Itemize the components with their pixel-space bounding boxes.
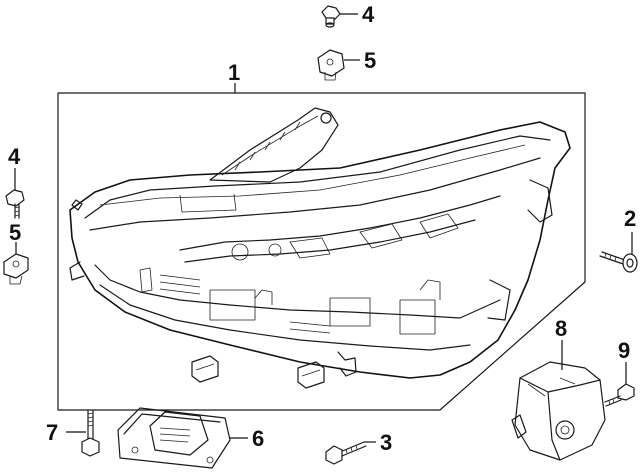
callout-4-left: 4 <box>8 144 21 169</box>
callout-1: 1 <box>228 60 240 85</box>
callout-labels: 1 2 3 4 4 5 5 6 7 8 9 <box>8 2 636 455</box>
part-4-top-bolt <box>321 5 358 28</box>
callout-4-top: 4 <box>362 2 375 27</box>
part-5-top-clip <box>317 49 360 81</box>
part-2-bolt <box>599 232 638 273</box>
callout-8: 8 <box>555 316 567 341</box>
part-3-screw <box>325 441 376 465</box>
callout-3: 3 <box>380 430 392 455</box>
callout-7: 7 <box>46 420 58 445</box>
part-8-module <box>511 340 606 461</box>
part-5-left-clip <box>3 242 29 285</box>
callout-9: 9 <box>618 338 630 363</box>
part-4-left-bolt <box>5 168 25 219</box>
callout-6: 6 <box>252 426 264 451</box>
clip-right <box>297 361 325 389</box>
callout-5-left: 5 <box>9 220 21 245</box>
clip-left <box>191 355 219 383</box>
headlamp-assembly <box>69 107 571 379</box>
part-7-bolt <box>66 409 100 457</box>
part-9-bolt <box>604 362 635 407</box>
assembly-frame <box>57 83 586 411</box>
part-6-ballast <box>117 407 248 469</box>
callout-2: 2 <box>624 206 636 231</box>
callout-5-top: 5 <box>364 48 376 73</box>
